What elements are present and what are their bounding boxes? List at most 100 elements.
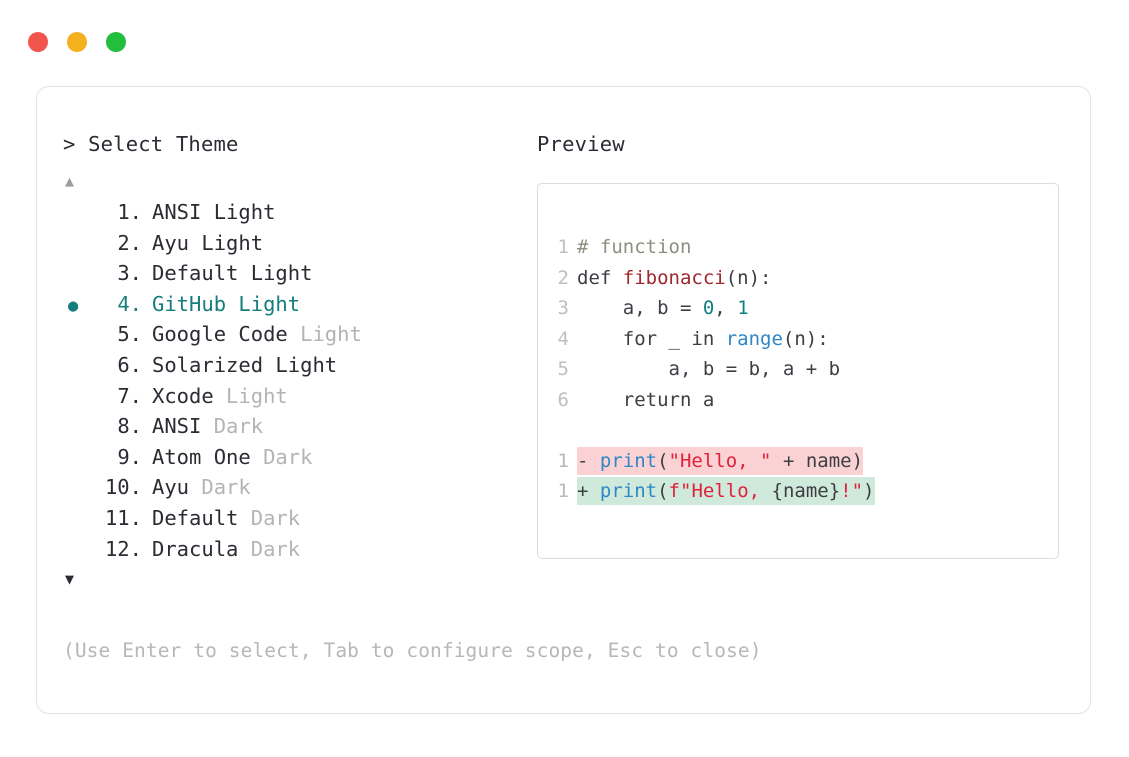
theme-item-number: 7. <box>117 383 142 408</box>
code-token: print <box>599 449 658 472</box>
diff-block: 1- print("Hello, " + name)1+ print(f"Hel… <box>556 446 875 507</box>
diff-line-added: 1 + print(f"Hello, {name}!") <box>556 476 875 507</box>
theme-item-name: Xcode <box>152 383 214 408</box>
preview-title: Preview <box>537 132 625 156</box>
code-token: ) <box>863 480 875 502</box>
theme-list-item[interactable]: 6. Solarized Light <box>63 350 533 381</box>
theme-item-variant: Dark <box>238 536 301 561</box>
diff-line-content: - print("Hello, " + name) <box>577 446 864 475</box>
diff-line-content: + print(f"Hello, {name}!") <box>577 477 875 505</box>
theme-item-name: ANSI <box>152 414 202 439</box>
theme-item-number: 8. <box>117 414 142 439</box>
theme-item-number: 6. <box>117 352 142 377</box>
theme-item-number: 1. <box>117 200 142 224</box>
code-line: 4 for _ in range(n): <box>556 324 875 355</box>
code-token: "Hello, " <box>668 449 772 472</box>
theme-item-variant: Dark <box>250 444 313 469</box>
diff-line-removed: 1- print("Hello, " + name) <box>556 446 875 477</box>
code-token: range <box>725 327 783 350</box>
code-token: 1 <box>737 297 749 319</box>
theme-item-name: ANSI Light <box>152 200 276 224</box>
theme-item-name: Default Light <box>152 261 313 286</box>
theme-item-name: Default <box>152 505 239 530</box>
theme-item-number: 5. <box>117 322 142 347</box>
minimize-button-icon[interactable] <box>67 32 87 52</box>
theme-list-item[interactable]: 3.Default Light <box>63 258 533 289</box>
code-token: a, b = b, a + b <box>577 358 841 380</box>
maximize-button-icon[interactable] <box>106 32 126 52</box>
code-token: # function <box>577 236 692 258</box>
line-number: 4 <box>557 327 569 350</box>
theme-list-item[interactable]: 11. Default Dark <box>63 503 533 534</box>
theme-item-number: 12. <box>104 536 142 561</box>
scroll-up-icon[interactable]: ▲ <box>65 172 75 190</box>
theme-list-item[interactable]: 2. Ayu Light <box>63 228 533 259</box>
code-token: {name} <box>771 480 841 502</box>
code-line: 2 def fibonacci(n): <box>556 263 875 294</box>
diff-sign: - <box>577 449 600 472</box>
code-token: fibonacci <box>622 266 726 289</box>
code-token: print <box>599 480 658 502</box>
line-number: 1 <box>557 236 569 258</box>
selected-bullet-icon: ● <box>68 295 79 316</box>
scroll-down-icon[interactable]: ▼ <box>65 570 75 589</box>
code-line: 1 # function <box>556 232 875 263</box>
line-number: 1 <box>557 480 569 502</box>
code-token: a, b = <box>577 297 703 319</box>
page-title: > Select Theme <box>63 132 239 156</box>
theme-selector-column: > Select Theme ▲ 1. ANSI Light 2. Ayu Light… <box>63 131 533 590</box>
theme-list-item[interactable]: 7. Xcode Light <box>63 381 533 412</box>
line-number: 1 <box>557 449 569 472</box>
theme-item-name: Dracula <box>152 536 239 561</box>
code-token: def <box>577 266 623 289</box>
line-number: 6 <box>557 388 569 411</box>
theme-item-name: Ayu Light <box>152 230 264 255</box>
code-token: 0 <box>702 297 715 319</box>
code-token: (n): <box>725 266 772 289</box>
close-button-icon[interactable] <box>28 32 48 52</box>
theme-item-number: 10. <box>104 475 142 500</box>
theme-list-item[interactable]: 12. Dracula Dark <box>63 534 533 565</box>
theme-item-name: Google Code <box>152 322 288 347</box>
theme-item-variant: Dark <box>189 475 251 500</box>
line-number: 5 <box>557 358 569 380</box>
code-token: return a <box>577 388 715 411</box>
theme-list-item[interactable]: 10. Ayu Dark <box>63 472 533 503</box>
code-line: 6 return a <box>556 385 875 416</box>
line-number: 3 <box>557 297 569 319</box>
theme-item-variant: Dark <box>201 414 264 439</box>
line-number: 2 <box>557 266 569 289</box>
theme-list-item[interactable]: 9. Atom One Dark <box>63 442 533 473</box>
code-line: 3 a, b = 0, 1 <box>556 293 875 324</box>
theme-item-number: 2. <box>117 230 142 255</box>
theme-list-item[interactable]: 8. ANSI Dark <box>63 411 533 442</box>
theme-list: 1. ANSI Light 2. Ayu Light 3.Default Light ● 4… <box>63 197 533 564</box>
theme-list-item[interactable]: 5. Google Code Light <box>63 319 533 350</box>
theme-item-name: Atom One <box>152 444 251 469</box>
theme-item-number: 4. <box>117 291 142 316</box>
code-token: "Hello, <box>680 480 772 502</box>
theme-list-item[interactable]: 1. ANSI Light <box>63 197 533 228</box>
theme-item-variant: Light <box>213 383 288 408</box>
code-line: 5 a, b = b, a + b <box>556 354 875 385</box>
theme-item-variant: Light <box>287 322 362 347</box>
theme-item-variant: Dark <box>238 505 301 530</box>
code-token: + name) <box>771 449 864 472</box>
code-token: !" <box>840 480 864 502</box>
theme-item-name: GitHub Light <box>152 291 301 316</box>
theme-item-number: 11. <box>104 505 142 530</box>
theme-list-item[interactable]: ● 4. GitHub Light <box>63 289 533 320</box>
window-traffic-lights <box>28 32 126 52</box>
code-token: ( <box>657 449 669 472</box>
code-token: (n): <box>782 327 829 350</box>
theme-item-number: 9. <box>117 444 142 469</box>
code-token: f <box>668 480 680 502</box>
code-token: for _ in <box>577 327 726 350</box>
keyboard-hint: (Use Enter to select, Tab to configure s… <box>63 639 762 662</box>
theme-picker-card: > Select Theme ▲ 1. ANSI Light 2. Ayu Light… <box>36 86 1091 714</box>
theme-item-name: Solarized Light <box>152 352 338 377</box>
theme-item-name: Ayu <box>152 475 190 500</box>
